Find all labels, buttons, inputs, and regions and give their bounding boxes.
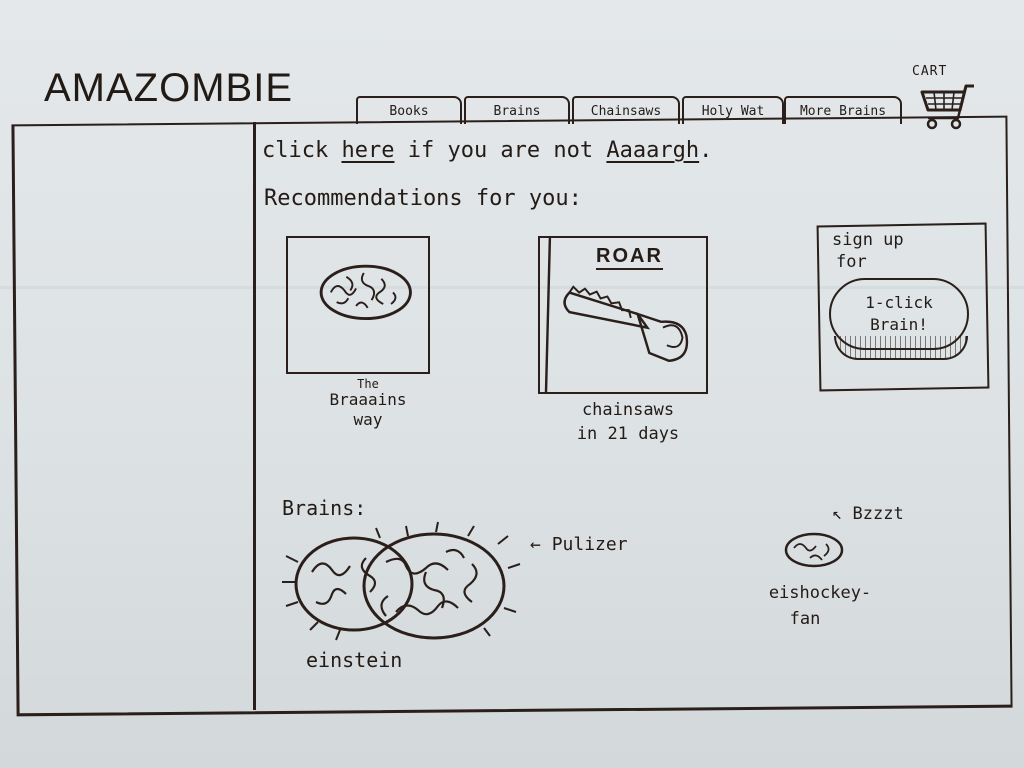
recommendation-card-chainsaw-book[interactable] xyxy=(538,236,708,394)
book-caption[interactable]: The Braaains way xyxy=(298,378,438,430)
arrow-up-left-icon: ↖ xyxy=(832,504,843,524)
eishockey-label[interactable]: eishockey- fan xyxy=(740,580,900,632)
notice-prefix: click xyxy=(262,138,329,163)
einstein-label[interactable]: einstein xyxy=(306,648,403,672)
notice-middle: if you are not xyxy=(407,138,594,163)
chainsaw-caption[interactable]: chainsaws in 21 days xyxy=(548,398,708,446)
site-logo[interactable]: AMAZOMBIE xyxy=(44,66,294,110)
book-caption-line3: way xyxy=(353,410,383,429)
chainsaw-icon xyxy=(544,238,689,392)
signup-line2: for xyxy=(836,252,867,272)
cart-label[interactable]: CART xyxy=(912,64,948,79)
chainsaw-caption-line2: in 21 days xyxy=(576,424,680,444)
brain-icon xyxy=(319,264,412,321)
bzzzt-tag: ↖ Bzzzt xyxy=(832,504,904,524)
eishockey-label-line1: eishockey- xyxy=(768,583,872,603)
pulizer-tag-text: Pulizer xyxy=(551,534,628,555)
tab-holy-wat[interactable]: Holy Wat xyxy=(682,96,784,124)
bzzzt-tag-text: Bzzzt xyxy=(852,504,904,524)
roar-label: ROAR xyxy=(596,246,663,270)
tab-more-brains[interactable]: More Brains xyxy=(784,96,902,124)
username-link[interactable]: Aaaargh xyxy=(606,138,700,163)
eishockey-label-line2: fan xyxy=(789,609,821,629)
notice-suffix: . xyxy=(699,138,713,163)
one-click-line1: 1-click xyxy=(865,293,933,312)
tab-brains[interactable]: Brains xyxy=(464,96,570,124)
einstein-brain-image[interactable] xyxy=(276,512,532,652)
tab-chainsaws[interactable]: Chainsaws xyxy=(572,96,680,124)
cart-icon[interactable] xyxy=(918,80,976,130)
recommendation-card-brain-book[interactable] xyxy=(286,236,430,374)
book-caption-line1: The xyxy=(357,377,379,391)
paper-fold-shadow xyxy=(0,286,1024,289)
eishockey-brain-image[interactable] xyxy=(780,526,850,572)
left-sidebar xyxy=(16,122,256,710)
login-notice: click here if you are not Aaaargh. xyxy=(262,138,712,163)
here-link[interactable]: here xyxy=(341,138,395,163)
recommendations-heading: Recommendations for you: xyxy=(264,186,582,211)
brains-heading: Brains: xyxy=(282,496,367,520)
arrow-left-icon: ← xyxy=(530,534,541,555)
pulizer-tag: ← Pulizer xyxy=(530,534,628,555)
tab-books[interactable]: Books xyxy=(356,96,462,124)
one-click-brain-button[interactable]: 1-click Brain! xyxy=(829,278,969,350)
book-caption-line2: Braaains xyxy=(329,390,407,409)
one-click-line2: Brain! xyxy=(870,315,928,334)
signup-line1: sign up xyxy=(832,230,904,250)
chainsaw-caption-line1: chainsaws xyxy=(581,400,675,420)
